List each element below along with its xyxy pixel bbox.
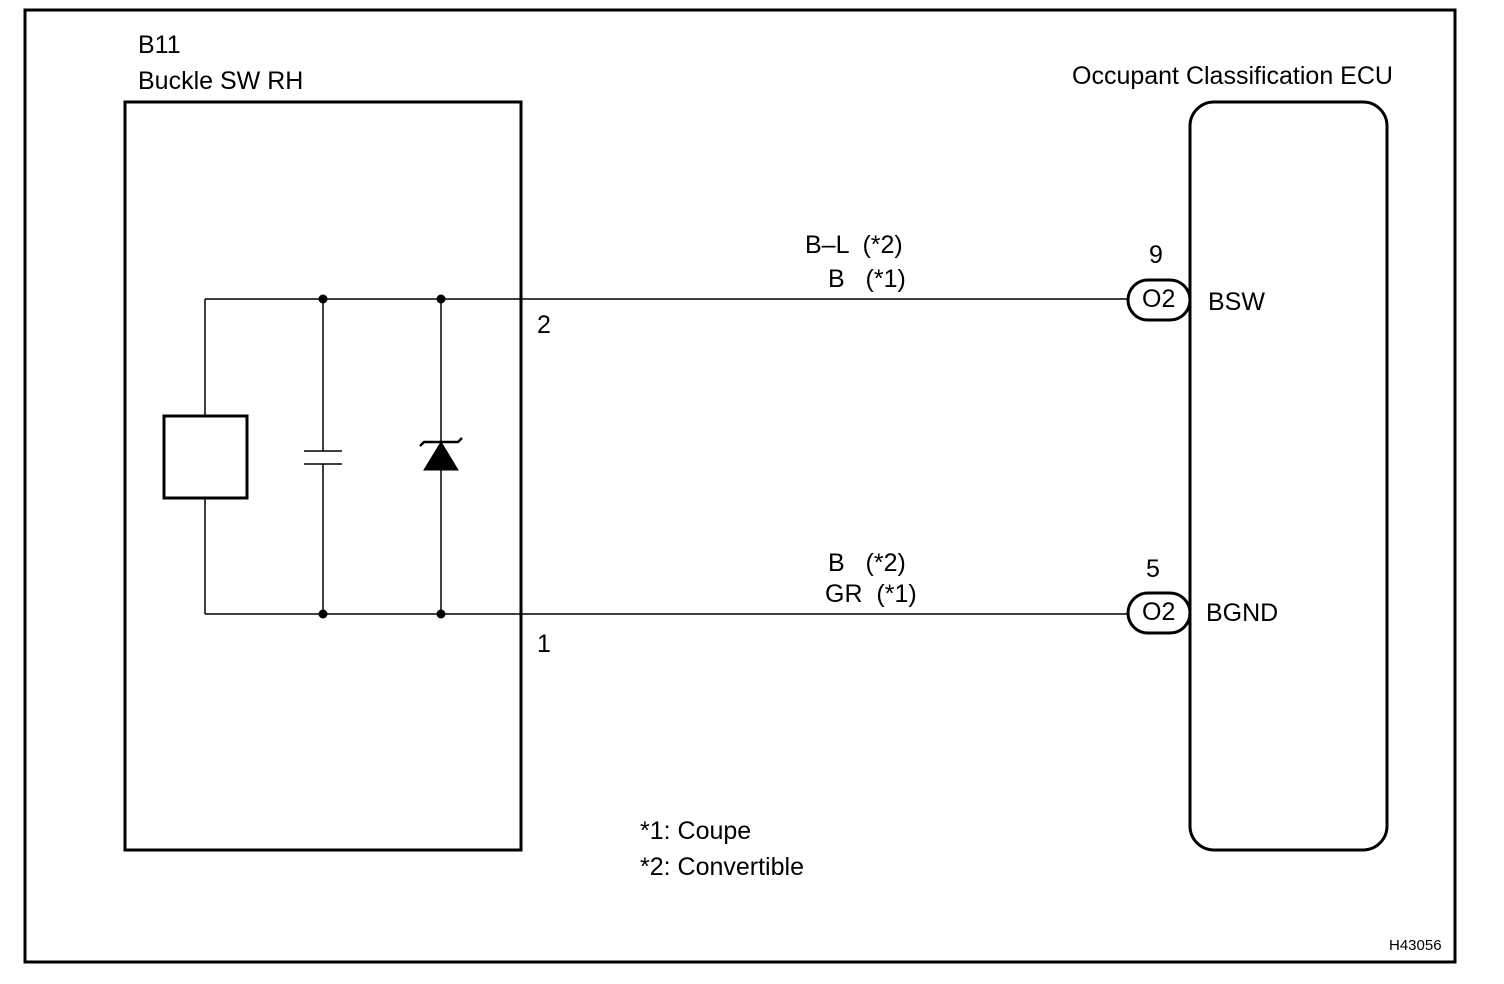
diagram-frame [23, 8, 1457, 964]
terminal-number: 2 [537, 311, 551, 339]
wire-color-label: B (*1) [828, 265, 906, 293]
terminal-number: 1 [537, 630, 551, 658]
footnote-convertible: *2: Convertible [640, 853, 804, 881]
wire-color-label: B (*2) [828, 549, 906, 577]
ecu-pin-number: 5 [1146, 555, 1160, 583]
ecu-name: Occupant Classification ECU [1072, 62, 1393, 90]
junction-dot [318, 609, 328, 619]
ecu-pin-number: 9 [1149, 241, 1163, 269]
signal-name: BGND [1206, 599, 1279, 627]
connector-bubble-bgnd [1126, 591, 1192, 635]
buckle-switch-internal-circuit [162, 298, 521, 615]
buckle-switch-box [123, 100, 523, 852]
figure-id: H43056 [1389, 937, 1442, 954]
wire-color-label: GR (*1) [825, 580, 917, 608]
wire-color-label: B–L (*2) [805, 231, 903, 259]
component-code: B11 [138, 31, 181, 59]
footnote-coupe: *1: Coupe [640, 817, 752, 845]
resistor-symbol [162, 414, 249, 500]
junction-dot [436, 609, 446, 619]
connector-code: O2 [1142, 285, 1176, 313]
zener-diode-symbol [423, 441, 459, 471]
ecu-box [1188, 100, 1389, 852]
junction-dot [318, 294, 328, 304]
junction-dot [436, 294, 446, 304]
connector-code: O2 [1142, 598, 1176, 626]
connector-bubble-bsw [1126, 278, 1192, 322]
signal-name: BSW [1208, 288, 1265, 316]
junction-dots [318, 294, 446, 619]
component-name: Buckle SW RH [138, 67, 304, 95]
